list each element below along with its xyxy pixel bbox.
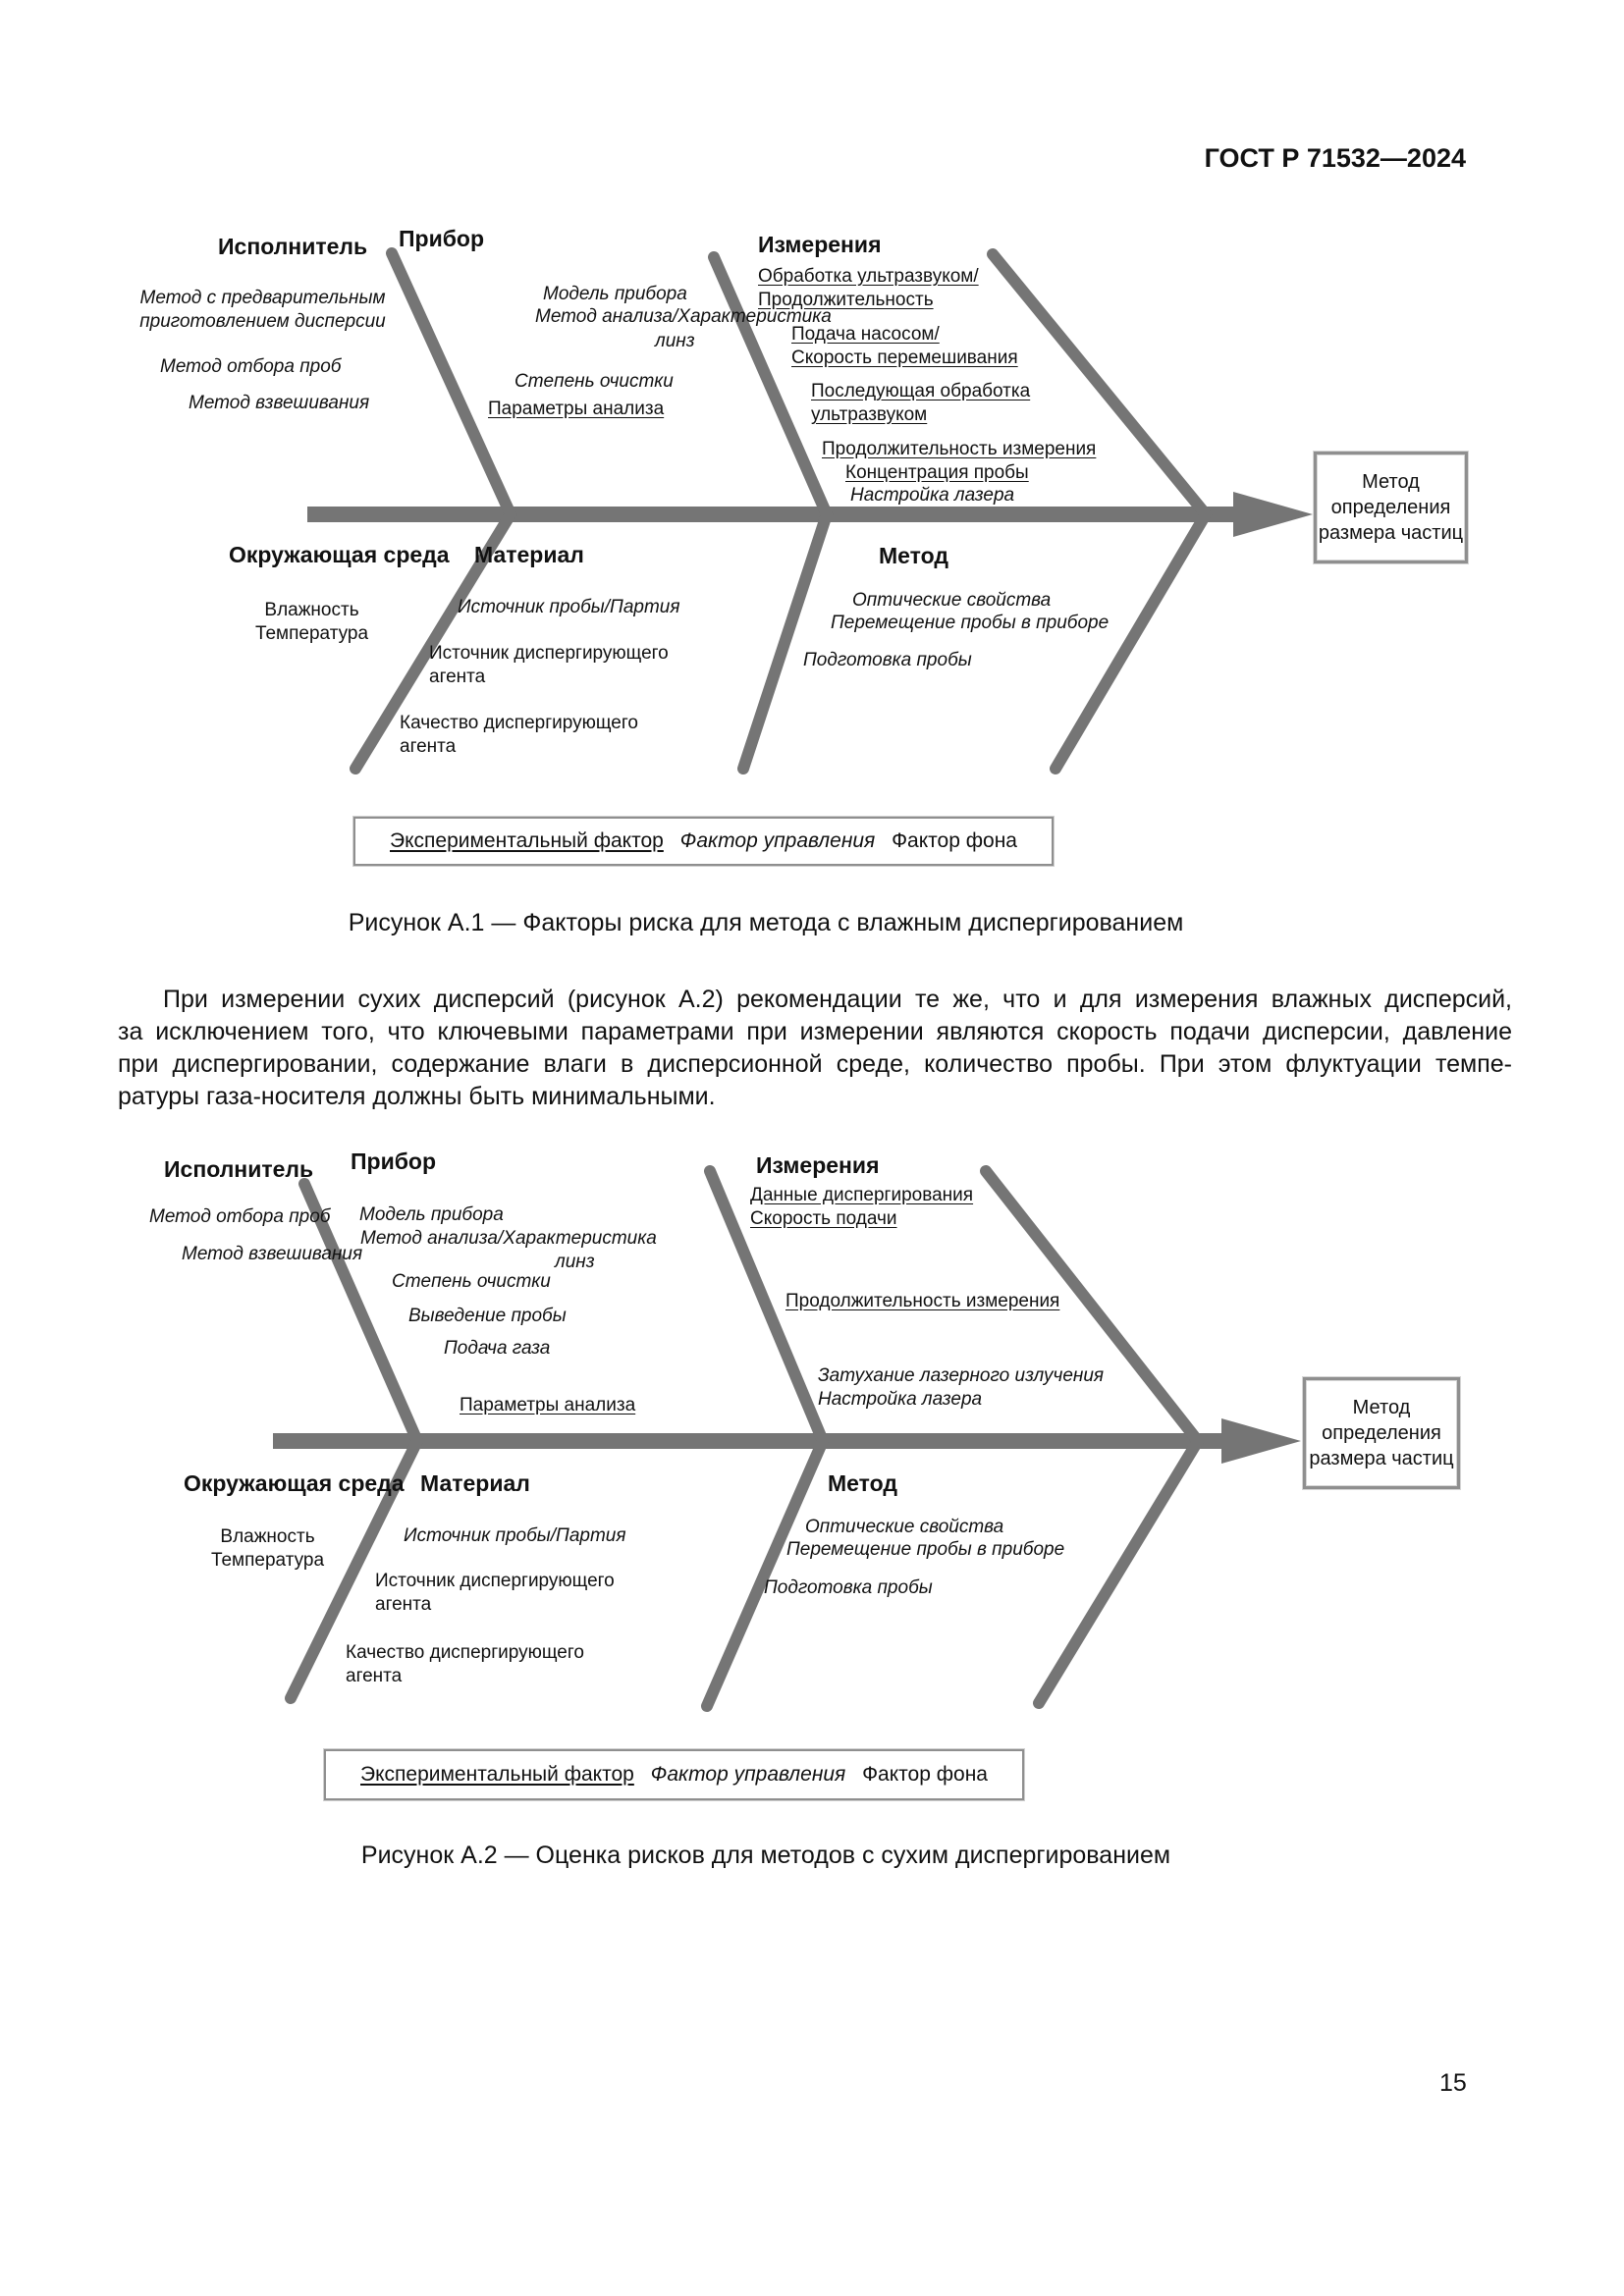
d2-label-movement: Перемещение пробы в приборе <box>786 1539 1065 1560</box>
d1-label-post-ultrasound: Последующая обработка ультразвуком <box>811 381 1031 425</box>
d1-title-method: Метод <box>879 543 948 568</box>
d2-label-purity: Степень очистки <box>392 1271 551 1292</box>
d2-label-sample-source: Источник пробы/Партия <box>404 1525 626 1546</box>
paragraph-line: При измерении сухих дисперсий (рисунок А… <box>163 986 1512 1013</box>
d1-label-movement: Перемещение пробы в приборе <box>831 613 1110 633</box>
d2-spine-arrowhead <box>1221 1418 1301 1464</box>
d1-legend-box: Экспериментальный фактор Фактор управлен… <box>353 817 1054 866</box>
d2-rib-device-measurements <box>701 1165 830 1712</box>
d1-result-box-text: Метод определения размера частиц <box>1318 471 1464 544</box>
d1-label-preparation: Подготовка пробы <box>803 650 972 670</box>
d1-label-sample-source: Источник пробы/Партия <box>458 597 680 617</box>
d1-label-sampling: Метод отбора проб <box>160 356 342 377</box>
d1-label-lenses: линз <box>655 331 695 351</box>
d1-title-material: Материал <box>474 542 584 567</box>
page-number: 15 <box>1439 2069 1467 2097</box>
d2-label-dispersion-data: Данные диспергирования Скорость подачи <box>750 1185 974 1229</box>
d2-title-executor: Исполнитель <box>164 1156 314 1182</box>
d1-label-laser-setup: Настройка лазера <box>850 485 1015 506</box>
d2-label-gas-supply: Подача газа <box>444 1338 551 1359</box>
d2-rib-measurements-right <box>980 1165 1206 1709</box>
d2-result-box: Метод определения размера частиц <box>1303 1377 1460 1489</box>
paragraph-line: ратуры газа-носителя должны быть минимал… <box>118 1083 716 1110</box>
d1-result-box: Метод определения размера частиц <box>1314 452 1468 563</box>
paragraph-line: при диспергировании, содержание влаги в … <box>118 1050 1512 1078</box>
d2-result-box-text: Метод определения размера частиц <box>1309 1397 1454 1469</box>
d2-title-measurements: Измерения <box>756 1152 880 1178</box>
d1-label-humidity-temp: Влажность Температура <box>254 600 369 644</box>
d2-label-dispersant-quality: Качество диспергирующего агента <box>346 1642 584 1686</box>
d1-label-analysis-method: Метод анализа/Характеристика <box>535 306 832 327</box>
d1-title-executor: Исполнитель <box>218 234 368 259</box>
d1-label-duration: Продолжительность измерения <box>822 439 1097 459</box>
d1-label-concentration: Концентрация пробы <box>845 462 1029 483</box>
d2-label-preparation: Подготовка пробы <box>764 1577 933 1598</box>
figure-a2-caption: Рисунок А.2 — Оценка рисков для методов … <box>360 1842 1171 1869</box>
d2-legend-box: Экспериментальный фактор Фактор управлен… <box>324 1749 1024 1800</box>
d2-legend-background-factor: Фактор фона <box>862 1763 988 1786</box>
d2-label-analysis-params: Параметры анализа <box>460 1395 636 1415</box>
d2-label-device-model: Модель прибора <box>359 1204 504 1225</box>
d1-title-device: Прибор <box>399 226 485 251</box>
paragraph-line: за исключением того, что ключевыми парам… <box>118 1018 1512 1045</box>
d2-title-material: Материал <box>420 1470 530 1496</box>
d2-title-environment: Окружающая среда <box>184 1470 405 1496</box>
d2-title-device: Прибор <box>351 1148 437 1174</box>
d2-label-optical: Оптические свойства <box>805 1517 1004 1537</box>
d1-label-analysis-params: Параметры анализа <box>488 399 665 419</box>
d1-title-environment: Окружающая среда <box>229 542 450 567</box>
d2-title-method: Метод <box>828 1470 897 1496</box>
d1-label-purity: Степень очистки <box>514 371 674 392</box>
d2-label-dispersant-source: Источник диспергирующего агента <box>375 1571 615 1615</box>
d2-label-sample-output: Выведение пробы <box>408 1306 567 1326</box>
d2-label-weighing: Метод взвешивания <box>182 1244 363 1264</box>
d1-label-weighing: Метод взвешивания <box>189 393 370 413</box>
d2-legend-control-factor: Фактор управления <box>650 1763 846 1786</box>
d1-spine-arrowhead <box>1233 492 1313 537</box>
d1-label-device-model: Модель прибора <box>543 284 687 304</box>
d1-title-measurements: Измерения <box>758 232 882 257</box>
doc-code: ГОСТ Р 71532—2024 <box>1204 143 1466 173</box>
d2-label-laser: Затухание лазерного излучения Настройка … <box>818 1365 1105 1410</box>
d1-legend-experimental-factor: Экспериментальный фактор <box>390 829 664 852</box>
figure-a1-caption: Рисунок А.1 — Факторы риска для метода с… <box>348 909 1184 936</box>
d2-label-humidity-temp: Влажность Температура <box>210 1526 325 1571</box>
d2-label-analysis-method: Метод анализа/Характеристика <box>360 1228 657 1249</box>
d1-label-dispersant-source: Источник диспергирующего агента <box>429 643 669 687</box>
d1-label-dispersant-quality: Качество диспергирующего агента <box>400 713 638 757</box>
d1-rib-measurements-right <box>987 248 1214 774</box>
d1-legend-control-factor: Фактор управления <box>679 829 876 852</box>
d1-label-pump: Подача насосом/ Скорость перемешивания <box>791 324 1018 368</box>
d2-label-sampling: Метод отбора проб <box>149 1206 331 1227</box>
intro-paragraph: При измерении сухих дисперсий (рисунок А… <box>118 984 1512 1113</box>
d2-label-lenses: линз <box>555 1252 595 1272</box>
d2-label-duration: Продолжительность измерения <box>785 1291 1060 1311</box>
d2-legend-experimental-factor: Экспериментальный фактор <box>360 1763 634 1786</box>
d1-label-optical: Оптические свойства <box>852 590 1052 611</box>
d1-label-pre-dispersion: Метод с предварительным приготовлением д… <box>139 288 386 332</box>
d1-legend-background-factor: Фактор фона <box>892 829 1017 852</box>
d1-label-ultrasound: Обработка ультразвуком/ Продолжительност… <box>758 266 979 310</box>
